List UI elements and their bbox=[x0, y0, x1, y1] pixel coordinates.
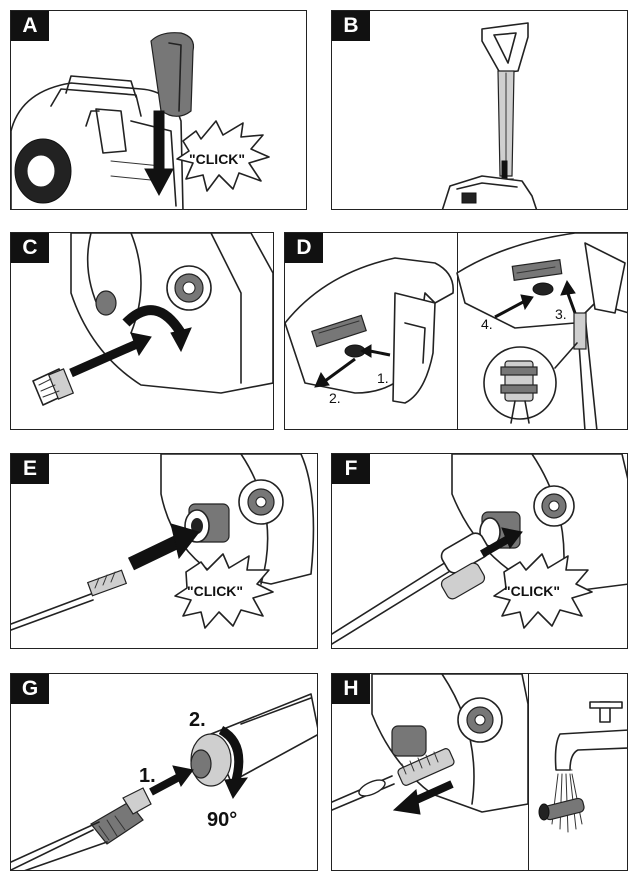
panel-h: H bbox=[331, 673, 628, 871]
panel-a-label: A bbox=[11, 11, 49, 41]
panel-d-divider bbox=[457, 233, 458, 429]
panel-e-illustration: "CLICK" bbox=[11, 454, 315, 631]
panel-d-step-1: 1. bbox=[377, 370, 389, 386]
panel-c: C bbox=[10, 232, 274, 430]
panel-g-angle: 90° bbox=[207, 809, 237, 831]
click-burst-icon bbox=[176, 120, 270, 192]
panel-d-step-4: 4. bbox=[481, 316, 493, 332]
panel-a-illustration: "CLICK" bbox=[11, 32, 270, 209]
panel-b-illustration bbox=[441, 22, 538, 209]
filter-strainer bbox=[397, 748, 455, 786]
panel-b: B bbox=[331, 10, 628, 210]
panel-e-click-text: "CLICK" bbox=[187, 583, 243, 599]
panel-f: F "CLICK" bbox=[331, 453, 628, 649]
panel-d-step-2: 2. bbox=[329, 390, 341, 406]
panel-e: E "CLICK" bbox=[10, 453, 318, 649]
panel-g-illustration: 2. 90° 1. bbox=[11, 693, 317, 870]
panel-f-click-text: "CLICK" bbox=[504, 583, 560, 599]
panel-f-label: F bbox=[332, 454, 370, 484]
panel-e-label: E bbox=[11, 454, 49, 484]
panel-g-step-2: 2. bbox=[189, 709, 206, 731]
panel-d-step-3: 3. bbox=[555, 306, 567, 322]
panel-d-illustration: 1. 2. 4. 3. bbox=[285, 233, 627, 429]
panel-h-illustration bbox=[332, 674, 627, 833]
panel-f-illustration: "CLICK" bbox=[332, 454, 627, 645]
panel-g-step-1: 1. bbox=[139, 765, 156, 787]
panel-a-click-text: "CLICK" bbox=[189, 151, 245, 167]
panel-g: G 2. 90° 1. bbox=[10, 673, 318, 871]
panel-c-illustration bbox=[32, 233, 273, 406]
panel-d: D 1. 2. 4. 3. bbox=[284, 232, 628, 430]
panel-a: A "CLICK" bbox=[10, 10, 307, 210]
panel-d-label: D bbox=[285, 233, 323, 263]
panel-c-label: C bbox=[11, 233, 49, 263]
panel-h-label: H bbox=[332, 674, 370, 704]
water-tap-icon bbox=[554, 701, 627, 771]
panel-g-label: G bbox=[11, 674, 49, 704]
panel-b-label: B bbox=[332, 11, 370, 41]
